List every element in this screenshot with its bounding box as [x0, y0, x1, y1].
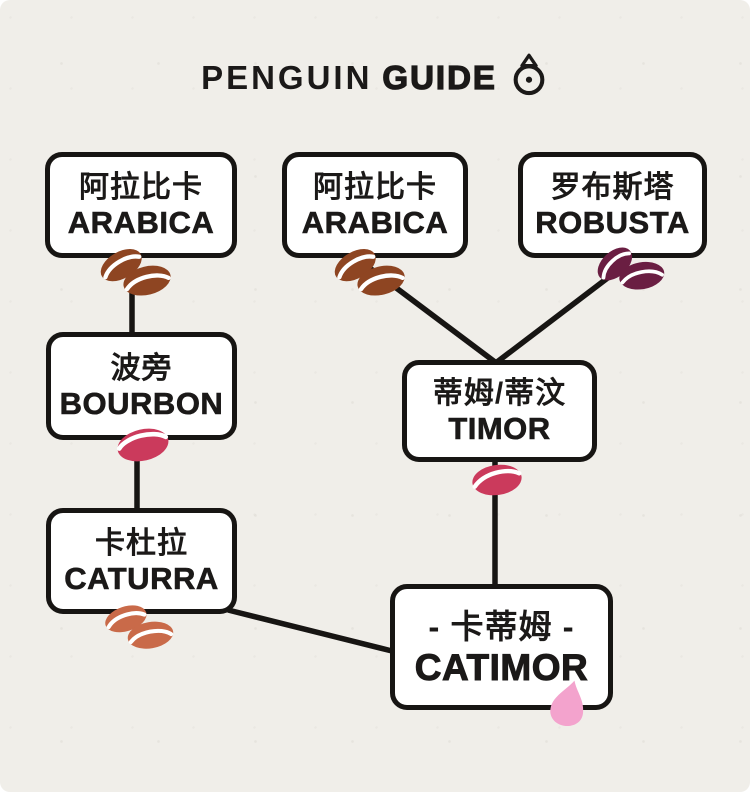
node-arabica-mid: 阿拉比卡 ARABICA — [282, 152, 468, 258]
brand-name-guide: GUIDE — [382, 58, 497, 96]
coffee-bean-icon-robusta — [597, 247, 665, 290]
node-label-en: CATURRA — [64, 561, 219, 596]
brand-name-penguin: PENGUIN — [201, 59, 373, 96]
node-label-en: TIMOR — [448, 411, 551, 446]
coffee-bean-icon-caturra — [105, 605, 174, 649]
node-label-zh: 阿拉比卡 — [79, 171, 203, 204]
node-label-zh: 卡杜拉 — [95, 527, 188, 560]
edge-robusta-timor — [495, 261, 628, 365]
pink-drop-icon-catimor — [550, 680, 584, 726]
coffee-bean-icon-arabica-left — [100, 249, 171, 296]
header: PENGUIN GUIDE — [0, 53, 750, 102]
node-caturra: 卡杜拉 CATURRA — [46, 508, 237, 614]
node-label-en: ARABICA — [67, 205, 215, 240]
node-robusta: 罗布斯塔 ROBUSTA — [518, 152, 707, 258]
coffee-bean-icon-arabica-mid — [334, 249, 405, 296]
node-label-zh: 阿拉比卡 — [313, 171, 437, 204]
node-arabica-left: 阿拉比卡 ARABICA — [45, 152, 237, 258]
edge-caturra-catimor — [227, 607, 393, 654]
penguin-timer-logo-icon — [513, 53, 545, 96]
node-label-en: CATIMOR — [414, 647, 589, 688]
coffee-bean-icon-timor — [472, 464, 522, 496]
node-label-en: BOURBON — [59, 386, 224, 421]
node-label-en: ARABICA — [301, 205, 449, 240]
node-label-zh: 波旁 — [110, 352, 173, 385]
coffee-bean-icon-bourbon — [116, 428, 169, 462]
node-label-zh: - 卡蒂姆 - — [428, 608, 575, 645]
node-label-zh: 蒂姆/蒂汶 — [432, 377, 567, 410]
node-timor: 蒂姆/蒂汶 TIMOR — [402, 360, 597, 462]
node-label-en: ROBUSTA — [535, 205, 690, 240]
node-label-zh: 罗布斯塔 — [550, 171, 675, 204]
